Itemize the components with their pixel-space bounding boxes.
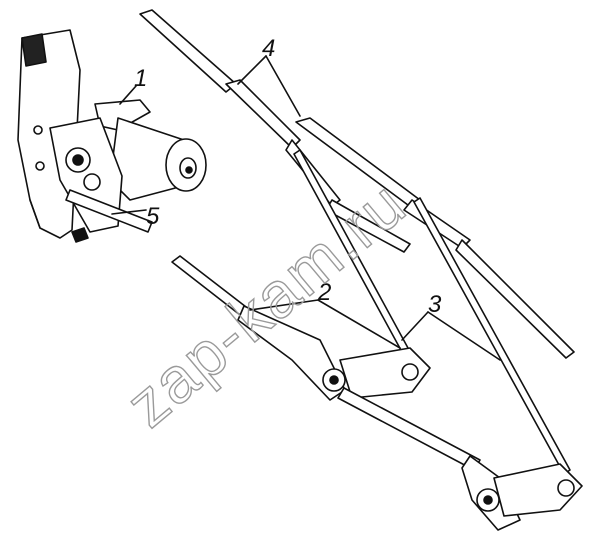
leader-lines [111,55,501,361]
label-1: 1 [134,65,147,92]
bracket-strip [65,189,153,243]
label-5: 5 [146,203,160,230]
label-2: 2 [317,279,331,306]
lower-lever-upper [171,255,431,401]
lower-lever-lower [337,387,583,531]
label-4: 4 [262,35,275,62]
label-3: 3 [428,291,442,318]
